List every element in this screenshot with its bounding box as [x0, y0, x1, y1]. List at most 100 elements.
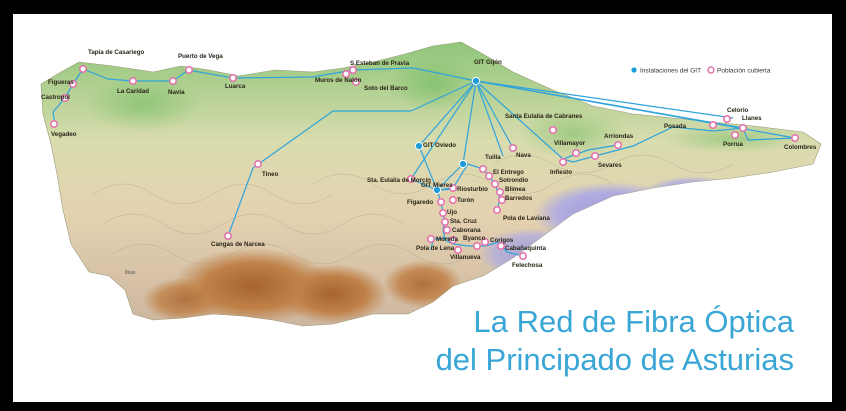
- place-labels: Tapia de Casariego Puerto de Vega Figuer…: [41, 49, 817, 276]
- map-canvas: Tapia de Casariego Puerto de Vega Figuer…: [13, 14, 832, 402]
- town-node-barredos[interactable]: [497, 196, 506, 205]
- town-node-sevares[interactable]: [590, 152, 599, 161]
- label-infiesto: Infiesto: [550, 169, 572, 176]
- town-node-vegadeo[interactable]: [49, 120, 58, 129]
- town-node-tuilla[interactable]: [478, 165, 487, 174]
- git-node-gijon[interactable]: [471, 76, 481, 86]
- label-porrua: Porrua: [723, 141, 744, 148]
- label-la-caridad: La Caridad: [117, 88, 149, 95]
- label-pola-laviana: Pola de Laviana: [503, 215, 550, 222]
- label-castropol: Castropol: [41, 94, 70, 101]
- town-node-cabanaquinta[interactable]: [496, 242, 505, 251]
- label-sevares: Sevares: [598, 162, 622, 169]
- town-node-figaredo[interactable]: [436, 198, 445, 207]
- town-node-caborana[interactable]: [442, 226, 451, 235]
- town-node-luarca[interactable]: [229, 73, 238, 82]
- town-node-porrua[interactable]: [730, 131, 739, 140]
- label-git-gijon: GIT Gijón: [474, 59, 502, 66]
- town-node-moreda[interactable]: [448, 236, 457, 245]
- label-soto-barco: Soto del Barco: [364, 85, 408, 92]
- town-node-riosturbio[interactable]: [448, 184, 457, 193]
- label-sta-eulalia-morcin: Sta. Eulalia de Morcín: [367, 177, 431, 184]
- town-node-felechosa[interactable]: [518, 252, 527, 261]
- label-cabanaquinta: Cabañaquinta: [505, 245, 546, 252]
- town-node-sta-cruz[interactable]: [440, 218, 449, 227]
- label-ibias: Ibias: [125, 270, 136, 276]
- town-node-s-esteban[interactable]: [348, 65, 357, 74]
- town-node-la-caridad[interactable]: [129, 76, 138, 85]
- git-node-junction[interactable]: [458, 159, 468, 169]
- town-node-corigos[interactable]: [480, 238, 489, 247]
- legend: Instalaciones del GIT Población cubierta: [630, 66, 771, 75]
- town-node-ujo[interactable]: [438, 209, 447, 218]
- label-figueras: Figueras: [48, 79, 74, 86]
- town-node-arriondas[interactable]: [613, 141, 622, 150]
- label-puerto-vega: Puerto de Vega: [178, 53, 223, 60]
- town-node-pola-lena[interactable]: [426, 235, 435, 244]
- town-node-posada[interactable]: [708, 121, 717, 130]
- label-colombres: Colombres: [784, 144, 817, 151]
- town-node-puerto-vega[interactable]: [185, 65, 194, 74]
- town-node-cangas[interactable]: [224, 232, 233, 241]
- town-node-infiesto[interactable]: [558, 158, 567, 167]
- town-node-llanes[interactable]: [738, 124, 747, 133]
- label-corigos: Corigos: [490, 237, 514, 244]
- label-cangas: Cangas de Narcea: [211, 241, 265, 248]
- legend-population-dot: [707, 66, 715, 74]
- town-node-sotrondio[interactable]: [490, 180, 499, 189]
- label-navia: Navia: [168, 89, 185, 96]
- label-posada: Posada: [664, 123, 687, 130]
- label-celorio: Celorio: [727, 107, 749, 114]
- label-muros: Muros de Nalón: [315, 77, 362, 84]
- town-node-villamayor[interactable]: [571, 149, 580, 158]
- label-nava: Nava: [516, 152, 531, 159]
- town-node-celorio[interactable]: [722, 115, 731, 124]
- git-node-oviedo[interactable]: [414, 141, 424, 151]
- town-node-sta-eulalia-morcin[interactable]: [406, 175, 415, 184]
- town-node-villanueva[interactable]: [453, 246, 462, 255]
- label-arriondas: Arriondas: [604, 133, 634, 140]
- town-node-santa-eulalia-cabranes[interactable]: [548, 126, 557, 135]
- population-nodes: [49, 64, 799, 261]
- town-node-pola-laviana[interactable]: [492, 206, 501, 215]
- label-riosturbio: Riosturbio: [457, 186, 488, 193]
- town-node-tineo[interactable]: [254, 160, 263, 169]
- git-nodes: [414, 76, 481, 195]
- label-turon: Turón: [457, 197, 474, 204]
- town-node-figueras[interactable]: [68, 80, 77, 89]
- asturias-map: Tapia de Casariego Puerto de Vega Figuer…: [40, 41, 822, 327]
- label-moreda: Moreda: [436, 236, 459, 243]
- town-node-bayanco[interactable]: [472, 242, 481, 251]
- town-node-castropol[interactable]: [60, 94, 69, 103]
- label-llanes: Llanes: [742, 115, 762, 122]
- legend-population-label: Población cubierta: [717, 68, 771, 75]
- label-caborana: Caborana: [452, 227, 481, 234]
- label-vegadeo: Vegadeo: [51, 131, 77, 138]
- label-tapia: Tapia de Casariego: [88, 49, 144, 56]
- label-tineo: Tineo: [262, 171, 279, 178]
- town-node-soto-barco[interactable]: [351, 78, 360, 87]
- label-s-esteban: S.Esteban de Pravia: [350, 60, 410, 67]
- label-felechosa: Felechosa: [512, 262, 543, 269]
- town-node-nava[interactable]: [508, 144, 517, 153]
- label-byanco: Byanco: [463, 235, 486, 242]
- town-node-el-entrego[interactable]: [484, 172, 493, 181]
- label-ujo: Ujo: [447, 209, 457, 216]
- legend-git-label: Instalaciones del GIT: [640, 68, 701, 75]
- git-node-mieres[interactable]: [432, 185, 442, 195]
- label-luarca: Luarca: [225, 83, 246, 90]
- town-node-colombres[interactable]: [790, 134, 799, 143]
- label-git-mieres: GIT Mieres: [421, 182, 453, 189]
- town-node-navia[interactable]: [169, 76, 178, 85]
- town-node-muros[interactable]: [341, 69, 350, 78]
- map-title-line2: del Principado de Asturias: [435, 342, 794, 377]
- label-santa-eulalia-cabranes: Santa Eulalia de Cabranes: [505, 113, 583, 120]
- legend-git-dot: [630, 66, 638, 74]
- town-node-blimea[interactable]: [495, 188, 504, 197]
- label-el-entrego: El Entrego: [493, 169, 524, 176]
- label-tuilla: Tuilla: [485, 154, 501, 161]
- town-node-tapia[interactable]: [79, 64, 88, 73]
- town-node-turon[interactable]: [448, 196, 457, 205]
- label-sotrondio: Sotrondio: [499, 177, 528, 184]
